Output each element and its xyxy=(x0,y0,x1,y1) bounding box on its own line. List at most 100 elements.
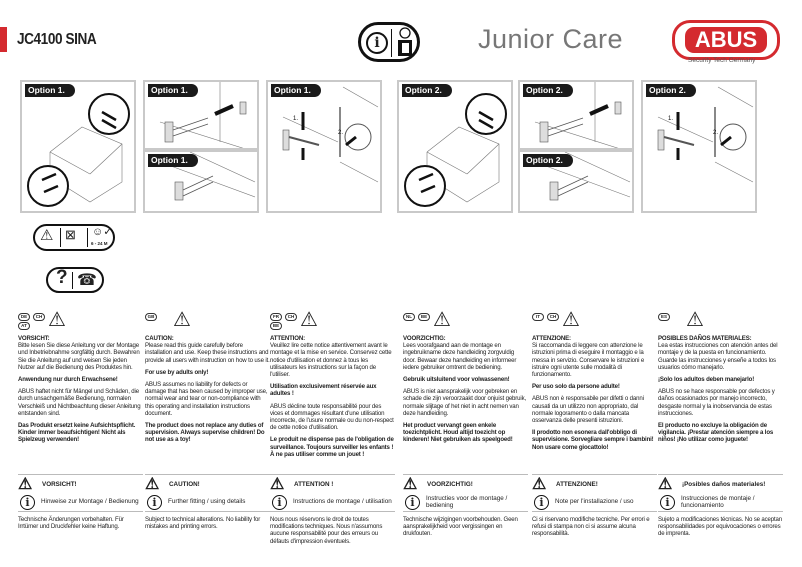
reading-person-icon xyxy=(398,27,412,56)
product-title: JC4100 SINA xyxy=(17,31,97,48)
warning-icon: ⚠ xyxy=(173,309,191,331)
info-icon: i xyxy=(660,494,675,510)
language-column: ES⚠ POSIBLES DAÑOS MATERIALES:Lea estas … xyxy=(658,309,783,449)
disclaimer: Ci si riservano modifiche tecniche. Per … xyxy=(532,516,650,538)
option-label: Option 2. xyxy=(646,84,696,97)
info-label: Instructies voor de montage / bediening xyxy=(426,494,508,509)
bold-notice: The product does not replace any duties … xyxy=(145,422,265,444)
brand-accent-bar xyxy=(0,27,7,52)
column-heading: POSIBLES DAÑOS MATERIALES: xyxy=(658,335,752,342)
illustration-panel: 2. 1. Option 2. xyxy=(641,80,757,213)
warning-label: ATTENTION ! xyxy=(294,480,334,488)
info-label: Further fitting / using details xyxy=(168,498,246,506)
svg-text:1.: 1. xyxy=(293,116,298,122)
language-column: GB⚠ CAUTION:Please read this guide caref… xyxy=(145,309,270,449)
column-heading: ATTENZIONE: xyxy=(532,335,571,342)
info-label: Instrucciones de montaje / funcionamient… xyxy=(681,494,755,509)
bold-notice: ¡Solo los adultos deben manejarlo! xyxy=(658,376,755,384)
paragraph: ABUS non è responsabile per difetti o da… xyxy=(532,395,644,425)
warning-icon: ⚠ xyxy=(686,309,704,331)
disclaimer: Sujeto a modificaciones técnicas. No se … xyxy=(658,516,783,538)
telephone-icon: ☎ xyxy=(77,272,97,289)
paragraph: Veuillez lire cette notice attentivement… xyxy=(270,342,392,379)
warning-label: ATTENZIONE! xyxy=(556,480,598,488)
paragraph: ABUS décline toute responsabilité pour d… xyxy=(270,402,394,432)
warning-legend: ⚠ CAUTION! xyxy=(145,475,270,493)
info-legend: i Further fitting / using details xyxy=(145,493,270,512)
abus-logo: ABUS xyxy=(672,20,780,60)
warning-legend: ⚠¡Posibles daños materiales! xyxy=(658,475,783,493)
warning-icon: ⚠ xyxy=(18,476,33,493)
paragraph: ABUS is niet aansprakelijk voor gebreken… xyxy=(403,388,527,417)
paragraph: ABUS no se hace responsable por defectos… xyxy=(658,388,775,417)
paragraph: Si raccomanda di leggere con attenzione … xyxy=(532,342,645,379)
warning-label: VORSICHT! xyxy=(42,480,77,488)
child-face-icon: ☺✓ xyxy=(92,226,113,238)
option-label: Option 1. xyxy=(148,84,198,97)
bold-notice: For use by adults only! xyxy=(145,368,209,376)
warning-legend: ⚠VOORZICHTIG! xyxy=(403,475,528,493)
svg-text:2.: 2. xyxy=(713,130,718,136)
info-legend: i Hinweise zur Montage / Bedienung xyxy=(18,493,143,512)
paragraph: ABUS haftet nicht für Mängel und Schäden… xyxy=(18,388,141,417)
country-badge: CH xyxy=(33,313,45,321)
bold-notice: Das Produkt ersetzt keine Aufsichtspflic… xyxy=(18,422,136,444)
warning-legend: ⚠ATTENTION ! xyxy=(270,475,395,493)
option-label: Option 2. xyxy=(402,84,452,97)
info-icon: i xyxy=(20,494,35,510)
bold-notice: Anwendung nur durch Erwachsene! xyxy=(18,376,118,384)
disclaimer: Nous nous réservons le droit de toutes m… xyxy=(270,516,383,545)
legend-box: ⚠ CAUTION! i Further fitting / using detai… xyxy=(145,474,270,530)
country-badge: BE xyxy=(418,313,430,321)
warning-icon: ⚠ xyxy=(145,476,160,493)
bold-notice: Utilisation exclusivement réservée aux a… xyxy=(270,383,377,398)
warning-legend: ⚠ VORSICHT! xyxy=(18,475,143,493)
info-legend: i Instructies voor de montage / bediening xyxy=(403,493,528,512)
illustration-panel: Option 2. xyxy=(518,80,634,150)
installation-illustration xyxy=(404,93,507,207)
country-badge: NL xyxy=(403,313,415,321)
bold-notice: Il prodotto non esonera dall'obbligo di … xyxy=(532,429,654,451)
divider xyxy=(60,228,61,247)
disclaimer: Technische Änderungen vorbehalten. Für I… xyxy=(18,516,124,531)
column-heading: VOORZICHTIG: xyxy=(403,335,446,342)
paragraph: Lees voorafgaand aan de montage en ingeb… xyxy=(403,342,517,371)
age-range-label: 6 - 24 M xyxy=(91,241,108,246)
help-pictograms: ? ☎ xyxy=(46,267,104,293)
warning-legend: ⚠ATTENZIONE! xyxy=(532,475,657,493)
paragraph: ABUS assumes no liability for defects or… xyxy=(145,381,268,417)
info-icon: i xyxy=(147,494,162,510)
installation-illustration: 2.1. xyxy=(282,86,379,183)
info-legend: i Instrucciones de montaje / funcionamien… xyxy=(658,493,783,512)
svg-text:1.: 1. xyxy=(668,116,673,122)
option-label: Option 1. xyxy=(25,84,75,97)
warning-label: CAUTION! xyxy=(169,480,200,488)
column-heading: VORSICHT: xyxy=(18,335,50,342)
info-label: Hinweise zur Montage / Bedienung xyxy=(41,498,139,506)
info-icon: i xyxy=(534,494,549,510)
legend-box: ⚠VOORZICHTIG! i Instructies voor de monta… xyxy=(403,474,528,538)
read-manual-icon: i xyxy=(358,22,420,62)
warning-icon: ⚠ xyxy=(658,476,673,493)
illustration-panel: Option 2. xyxy=(518,150,634,213)
installation-illustration xyxy=(159,152,256,201)
country-badge: DE xyxy=(18,313,30,321)
warning-icon: ⚠ xyxy=(433,309,451,331)
question-icon: ? xyxy=(56,267,68,288)
abus-logo-text: ABUS xyxy=(684,27,768,53)
info-icon: i xyxy=(405,494,420,510)
installation-illustration xyxy=(534,82,622,148)
safety-pictograms: ⚠ ⊠ ☺✓ 6 - 24 M xyxy=(33,224,115,251)
country-badge: CH xyxy=(547,313,559,321)
installation-illustration xyxy=(27,93,130,207)
divider xyxy=(72,272,73,289)
info-icon: i xyxy=(366,32,388,54)
bold-notice: El producto no excluye la obligación de … xyxy=(658,422,774,444)
brand-name: Junior Care xyxy=(478,24,624,54)
